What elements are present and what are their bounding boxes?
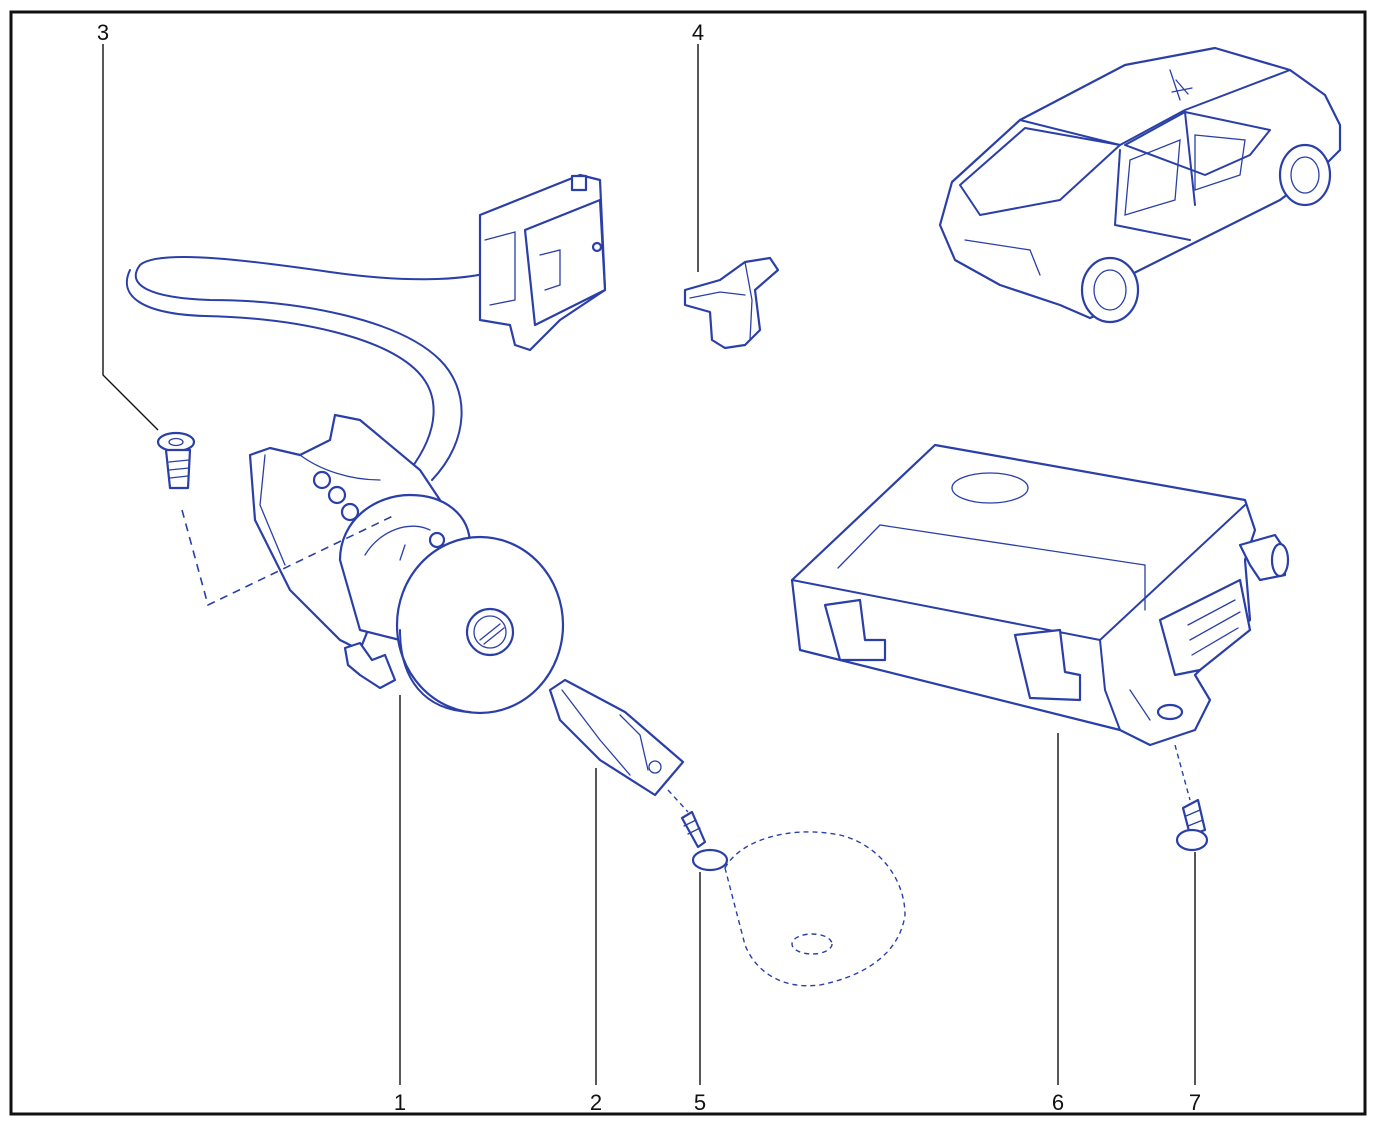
callout-3: 3	[97, 20, 109, 45]
key-head-outline	[724, 831, 906, 987]
part-ignition-lock	[125, 256, 565, 715]
assembly-line-screw-3	[181, 509, 396, 607]
callout-5: 5	[694, 1090, 706, 1115]
callout-2: 2	[590, 1090, 602, 1115]
assembly-line-screw-7	[1174, 744, 1191, 801]
callout-4: 4	[692, 20, 704, 45]
part-screw-3	[156, 431, 196, 490]
part-wiring-connector	[478, 173, 607, 352]
part-transponder-ring	[548, 678, 685, 797]
leader-3	[102, 44, 159, 431]
callout-7: 7	[1189, 1090, 1201, 1115]
part-screw-7	[1175, 798, 1209, 852]
part-control-unit	[790, 443, 1290, 747]
key-hole-outline	[791, 933, 833, 955]
callout-1: 1	[394, 1090, 406, 1115]
assembly-line-screw-5	[667, 789, 689, 813]
callout-6: 6	[1052, 1090, 1064, 1115]
part-screw-5	[680, 810, 729, 872]
part-clip-4	[683, 256, 780, 350]
vehicle-overview	[938, 46, 1342, 324]
diagram-frame	[9, 10, 1367, 1116]
